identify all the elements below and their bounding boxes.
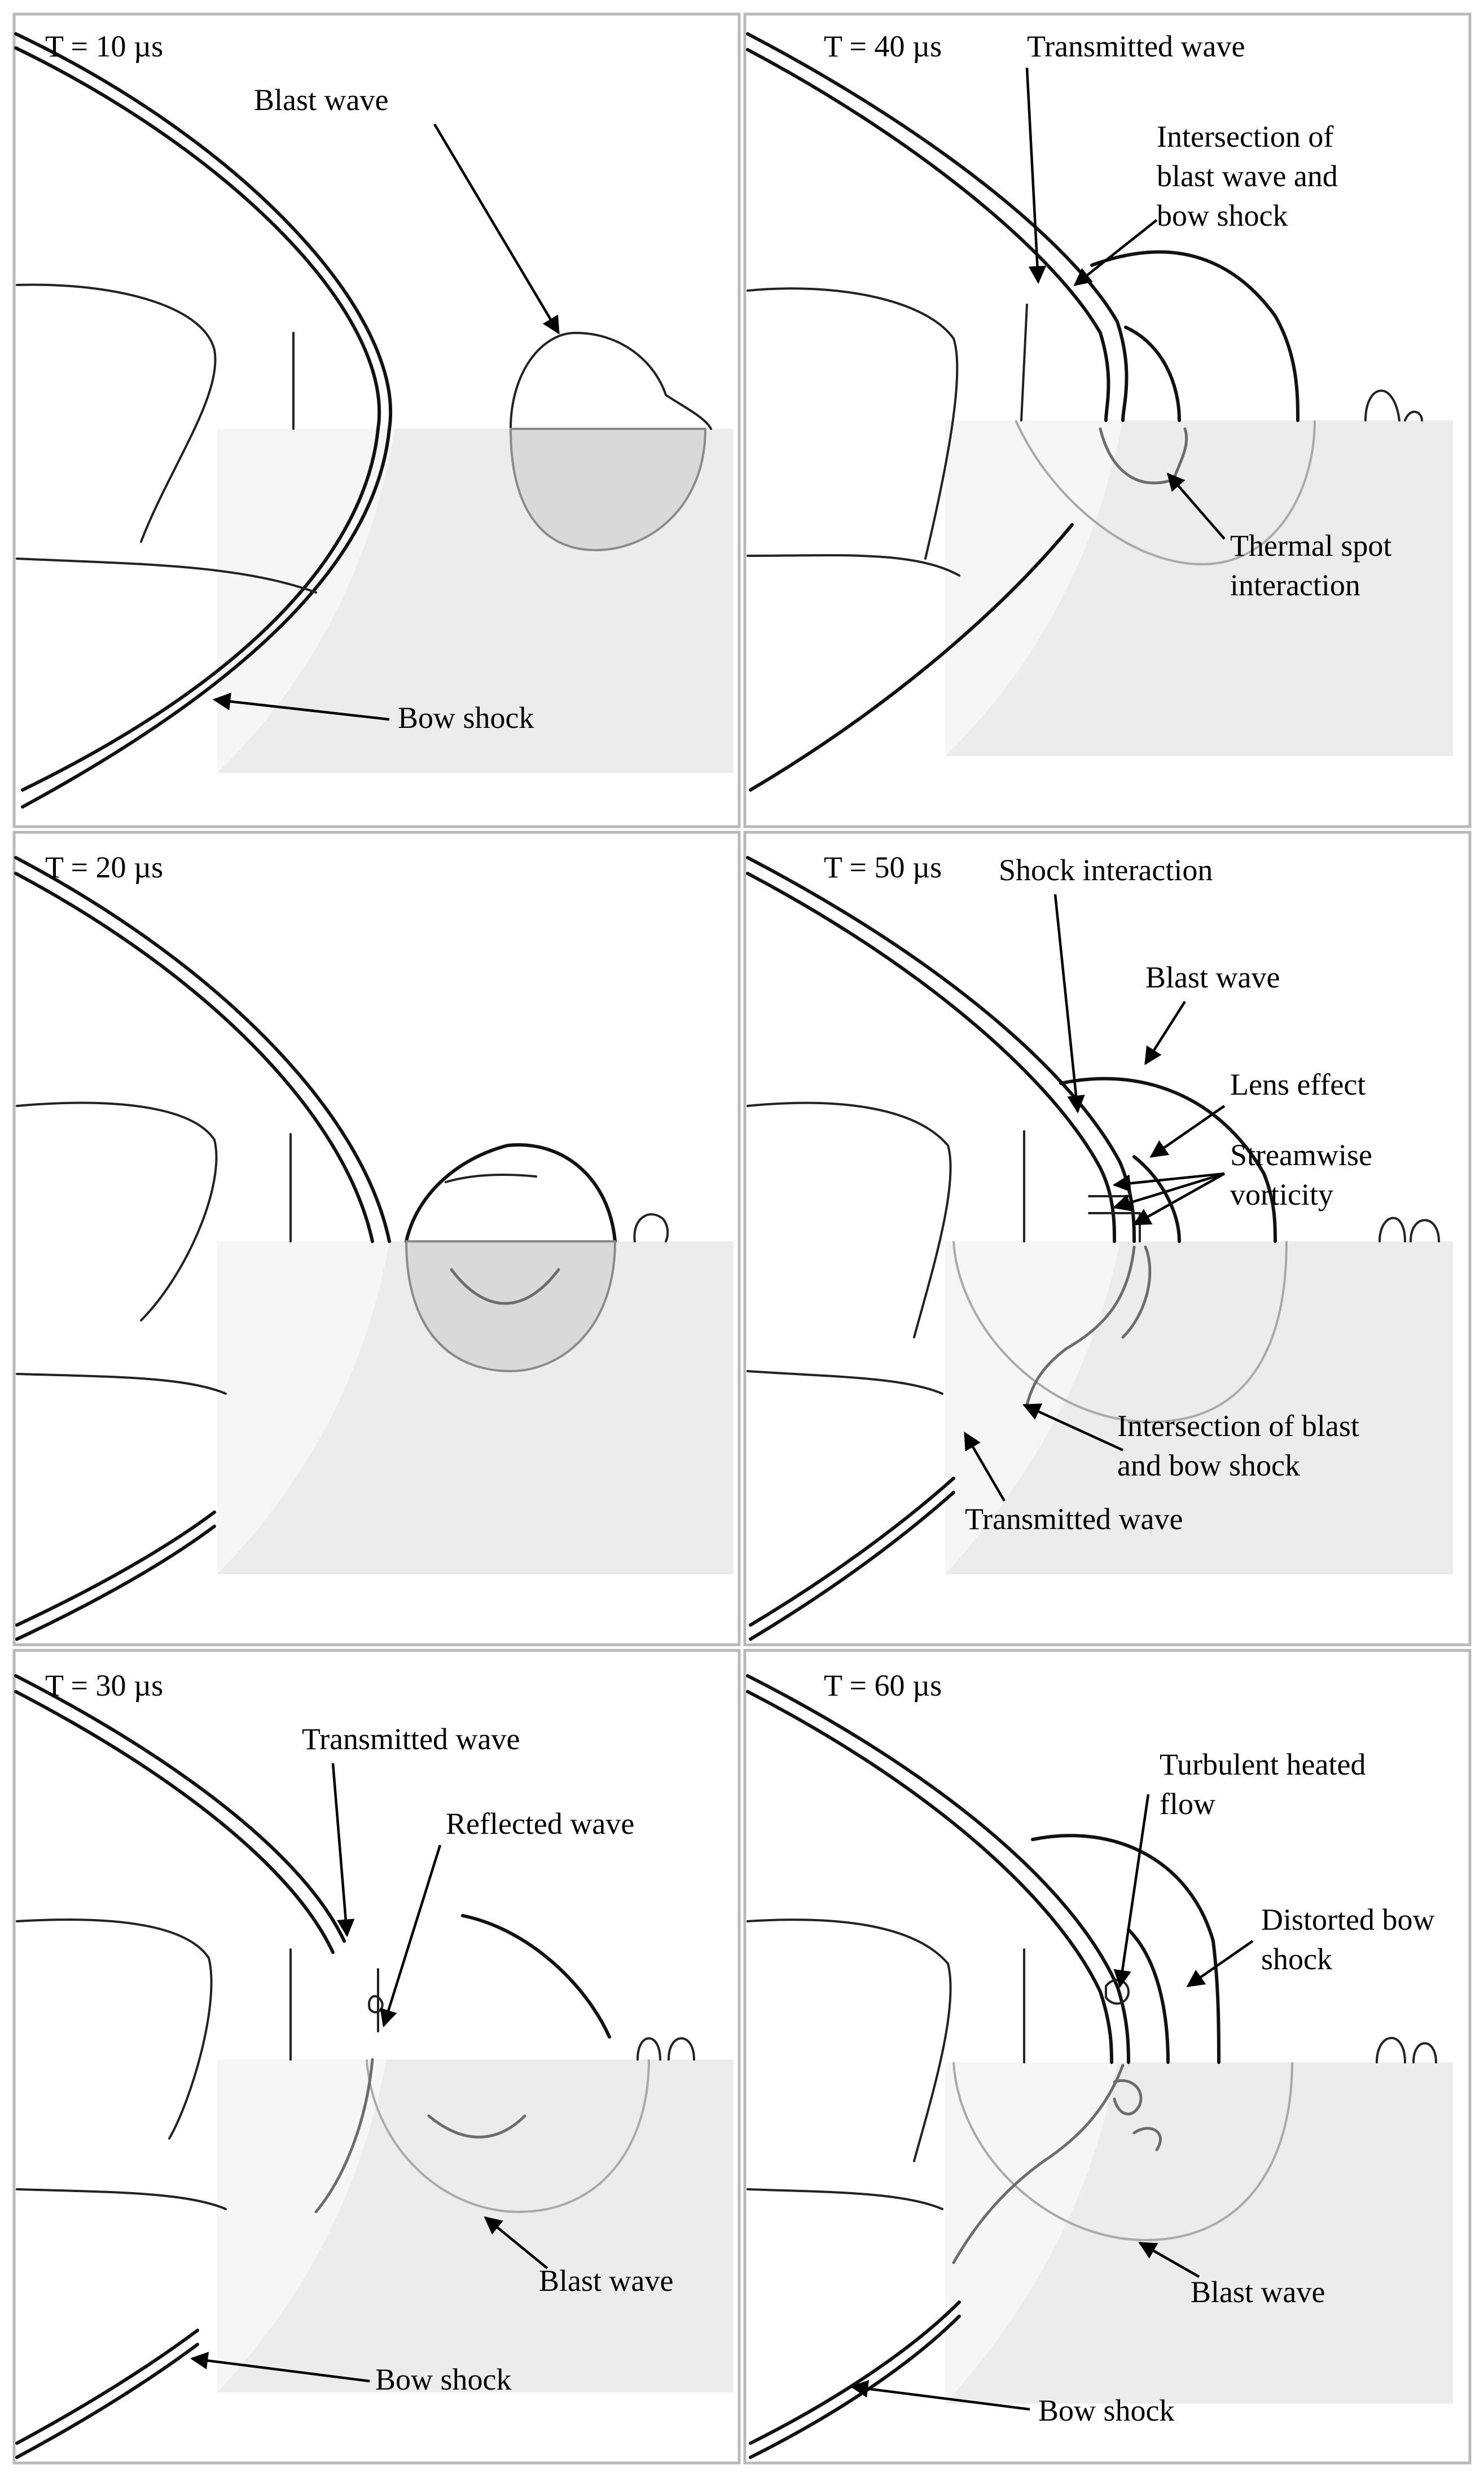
panel-t30: T = 30 µs Transmitted wave Reflected wav… <box>12 1649 741 2465</box>
annotation-label: Blast wave <box>1191 2275 1325 2309</box>
bow-shock-contour <box>14 32 392 809</box>
annotation-label: Blast wave <box>539 2264 673 2298</box>
annotation-label: Turbulent heated <box>1160 1747 1366 1781</box>
blast-wave-bubble <box>509 428 707 552</box>
annotation-label: Reflected wave <box>446 1807 634 1841</box>
annotation-label: Transmitted wave <box>302 1722 520 1756</box>
annotation-label: Streamwise <box>1230 1138 1372 1172</box>
annotation-label: Bow shock <box>1038 2394 1175 2427</box>
time-label: T = 60 µs <box>824 1668 942 1702</box>
annotation-label: Lens effect <box>1230 1068 1366 1101</box>
annotation-label: vorticity <box>1230 1178 1333 1211</box>
annotation-label: Intersection of <box>1157 120 1333 153</box>
time-label: T = 10 µs <box>45 29 163 63</box>
panel-t60: T = 60 µs Turbulent heated flow Distorte… <box>743 1649 1472 2465</box>
time-label: T = 20 µs <box>45 850 163 884</box>
annotation-label: Transmitted wave <box>965 1502 1183 1536</box>
annotation-label: Bow shock <box>375 2363 512 2396</box>
time-label: T = 30 µs <box>45 1668 163 1702</box>
annotation-label: Blast wave <box>1145 960 1280 994</box>
panel-t10: T = 10 µs Blast wave Bow shock <box>12 12 741 828</box>
annotation-label: Distorted bow <box>1261 1903 1434 1937</box>
annotation-label: Transmitted wave <box>1027 29 1245 63</box>
annotation-label: shock <box>1261 1942 1332 1976</box>
annotation-label: Bow shock <box>398 701 534 735</box>
blast-wave-contour <box>510 332 712 430</box>
panel-t40: T = 40 µs Transmitted wave Intersection … <box>743 12 1472 828</box>
annotation-label: bow shock <box>1157 199 1288 232</box>
annotation-label: Shock interaction <box>999 853 1213 887</box>
panel-t20: T = 20 µs <box>12 831 741 1646</box>
annotation-label: Blast wave <box>254 83 388 117</box>
annotation-label: blast wave and <box>1157 159 1338 193</box>
annotation-label: flow <box>1160 1787 1215 1821</box>
panel-t50: T = 50 µs Shock interaction Blast wave L… <box>743 831 1472 1646</box>
time-label: T = 40 µs <box>824 29 942 63</box>
annotation-label: Thermal spot <box>1230 529 1391 563</box>
annotation-label: and bow shock <box>1117 1448 1300 1482</box>
annotation-label: Intersection of blast <box>1117 1409 1359 1443</box>
annotation-label: interaction <box>1230 568 1360 602</box>
time-label: T = 50 µs <box>824 850 942 884</box>
